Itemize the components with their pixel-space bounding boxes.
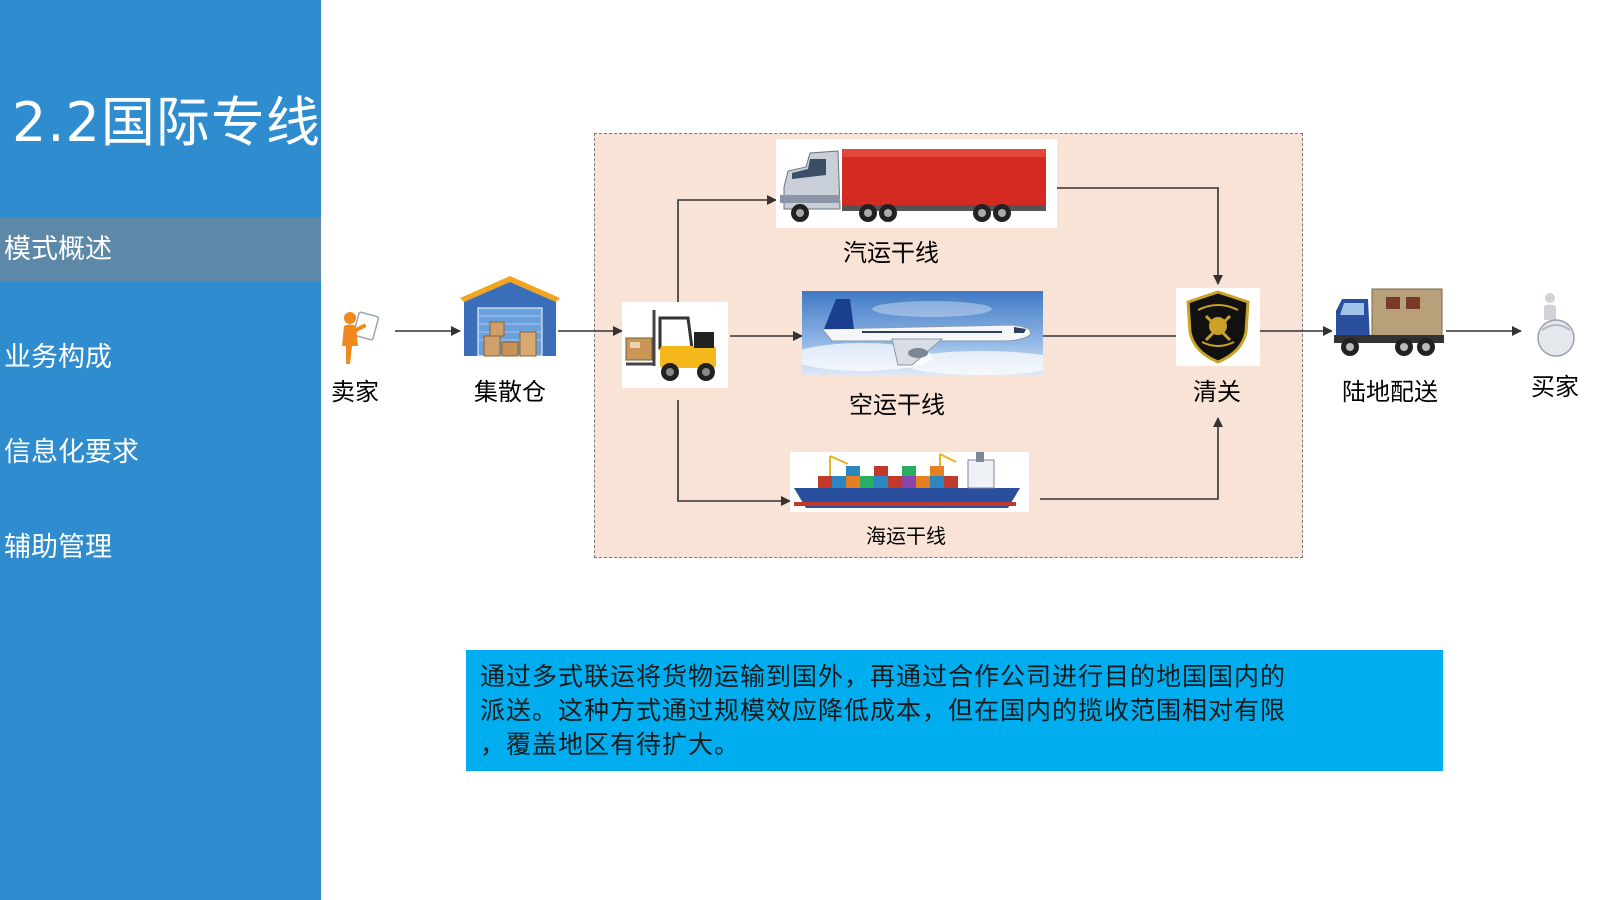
customs-label: 清关 <box>1193 378 1241 406</box>
arrow-forklift-road <box>677 195 777 303</box>
slide-title: 2.2国际专线 <box>12 91 321 154</box>
sidebar: 2.2国际专线 模式概述 业务构成 信息化要求 辅助管理 <box>0 0 321 900</box>
description-line-1: 通过多式联运将货物运输到国外，再通过合作公司进行目的地国国内的 <box>480 662 1287 691</box>
warehouse-label: 集散仓 <box>474 378 546 406</box>
airplane-icon <box>802 291 1043 375</box>
delivery-label: 陆地配送 <box>1342 378 1438 406</box>
arrow-forklift-sea <box>677 400 791 506</box>
nav-item-business[interactable]: 业务构成 <box>4 342 112 373</box>
air-freight-label: 空运干线 <box>849 391 945 419</box>
cargo-ship-icon <box>790 452 1029 512</box>
forklift-icon <box>622 302 728 388</box>
warehouse-icon <box>456 272 564 360</box>
buyer-label: 买家 <box>1531 373 1579 401</box>
seller-label: 卖家 <box>331 378 379 406</box>
nav-item-overview[interactable]: 模式概述 <box>0 218 321 282</box>
buyer-figure-icon <box>1532 290 1578 360</box>
arrow-road-customs <box>1057 187 1223 285</box>
road-freight-label: 汽运干线 <box>843 239 939 267</box>
customs-badge-icon <box>1176 288 1260 366</box>
arrow-sea-customs <box>1040 417 1223 500</box>
sea-freight-label: 海运干线 <box>866 524 946 548</box>
nav-item-informatization[interactable]: 信息化要求 <box>4 437 139 468</box>
nav-item-management[interactable]: 辅助管理 <box>4 532 112 563</box>
seller-figure-icon <box>336 306 384 368</box>
description-line-3: ，覆盖地区有待扩大。 <box>480 730 741 759</box>
description-line-2: 派送。这种方式通过规模效应降低成本，但在国内的揽收范围相对有限 <box>480 696 1287 725</box>
description-box: 通过多式联运将货物运输到国外，再通过合作公司进行目的地国国内的 派送。这种方式通… <box>466 650 1443 771</box>
delivery-truck-icon <box>1332 283 1446 365</box>
semi-truck-icon <box>776 139 1057 228</box>
